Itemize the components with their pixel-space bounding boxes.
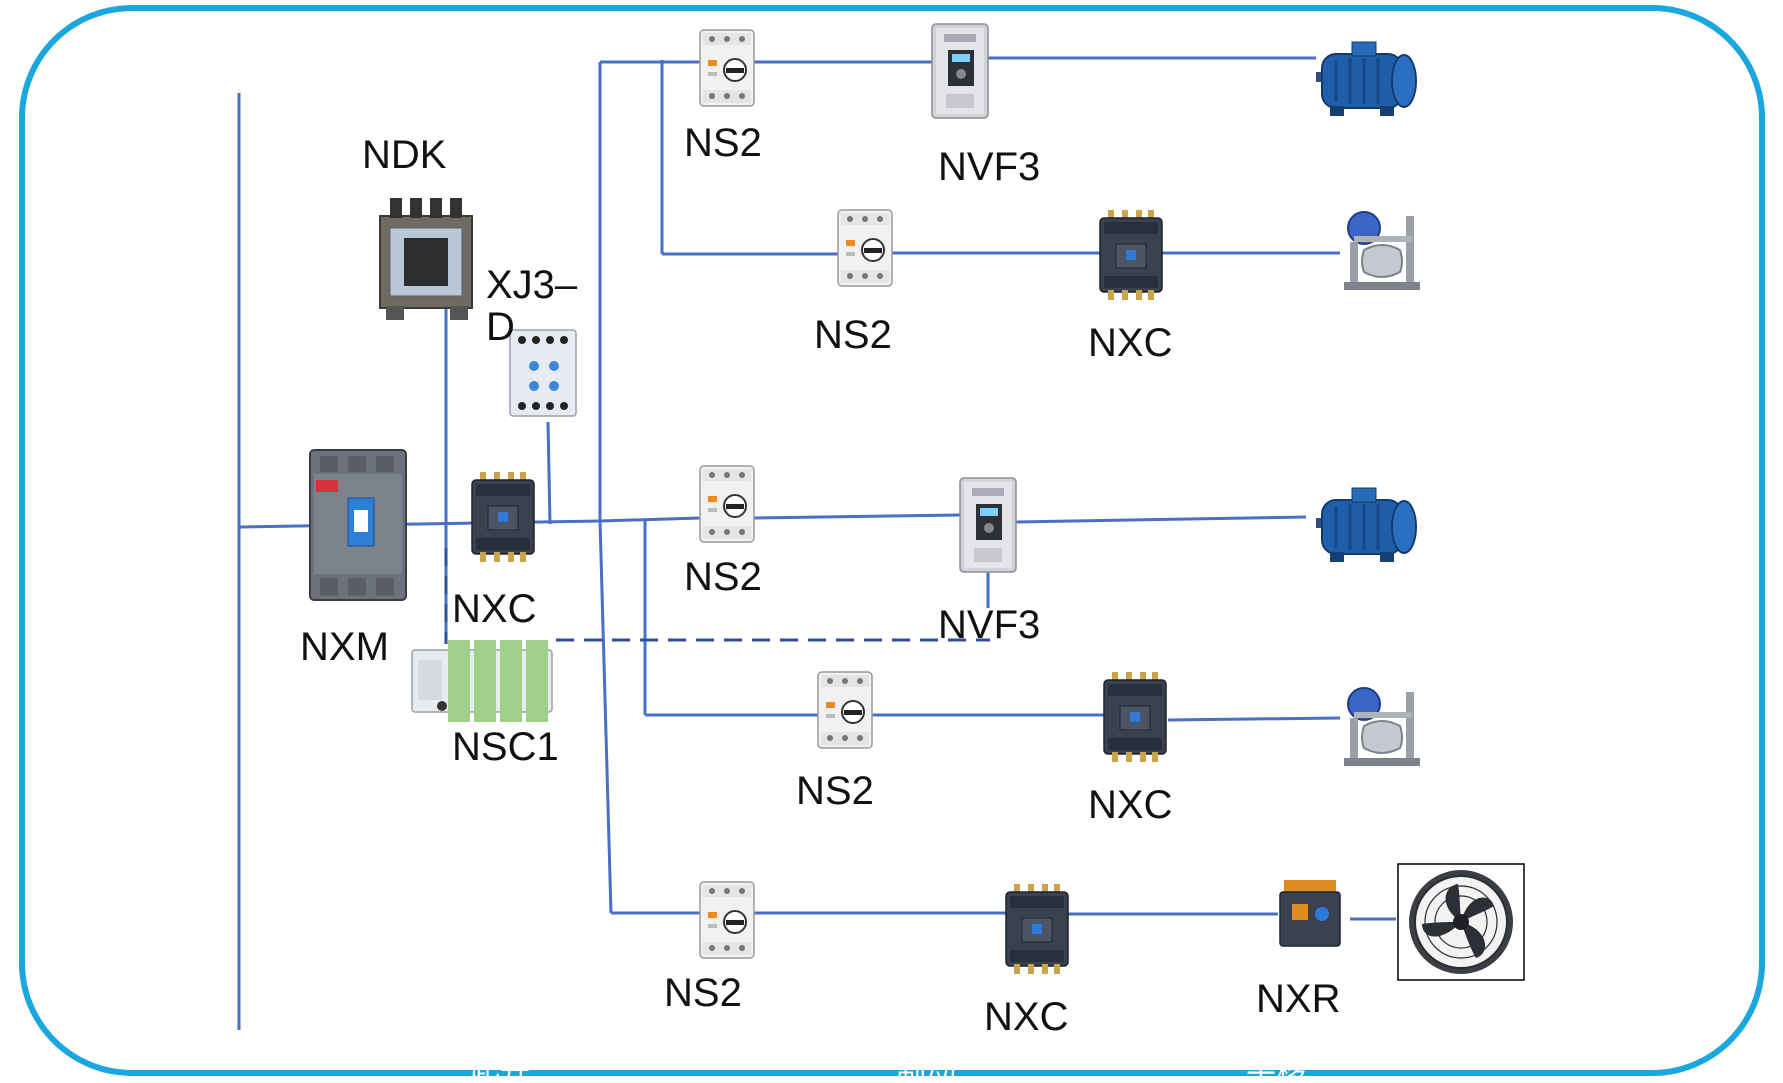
motor-row1	[1314, 40, 1418, 118]
ns2-row4	[817, 671, 873, 749]
nxc-row4	[1103, 671, 1167, 763]
ns2-row2	[837, 209, 893, 287]
label-nxr: NXR	[1256, 977, 1340, 1021]
label-ns2-row5: NS2	[664, 971, 742, 1015]
cut-label-middle: 制动	[896, 1056, 956, 1083]
label-ndk: NDK	[362, 133, 447, 177]
label-nxc-main: NXC	[452, 587, 536, 631]
nxc-row5	[1005, 883, 1069, 975]
brake-row2	[1343, 211, 1421, 291]
label-ns2-row3: NS2	[684, 555, 762, 599]
control-wiring	[444, 548, 990, 644]
label-nxc-row5: NXC	[984, 995, 1068, 1039]
cut-label-right: 平移	[1246, 1056, 1306, 1083]
nxm-breaker	[309, 449, 407, 601]
label-nxc-row2: NXC	[1088, 321, 1172, 365]
nxc-main-contactor	[471, 471, 535, 563]
diagram-frame	[19, 5, 1765, 1076]
label-ns2-row4: NS2	[796, 769, 874, 813]
ndk-transformer	[379, 198, 473, 320]
nvf3-row3	[959, 477, 1017, 573]
nxr-thermal-relay	[1279, 880, 1341, 947]
label-nxm: NXM	[300, 625, 389, 669]
cut-label-left: 起升	[470, 1056, 530, 1083]
label-xj3d-line2: D	[486, 305, 515, 349]
ns2-row5	[699, 881, 755, 959]
label-nxc-row4: NXC	[1088, 783, 1172, 827]
ns2-row3	[699, 465, 755, 543]
brake-row4	[1343, 687, 1421, 767]
label-nsc1: NSC1	[452, 725, 559, 769]
nxc-row2	[1099, 209, 1163, 301]
nsc1-plc	[411, 640, 553, 722]
power-wiring	[237, 56, 1396, 1030]
label-nvf3-row3: NVF3	[938, 603, 1040, 647]
nvf3-row1	[931, 23, 989, 119]
label-ns2-row1: NS2	[684, 121, 762, 165]
xj3d-relay	[509, 329, 577, 417]
motor-row3	[1314, 486, 1418, 564]
ns2-row1	[699, 29, 755, 107]
label-ns2-row2: NS2	[814, 313, 892, 357]
fan-row5	[1397, 863, 1525, 981]
label-xj3d-line1: XJ3–	[486, 263, 578, 307]
label-nvf3-row1: NVF3	[938, 145, 1040, 189]
